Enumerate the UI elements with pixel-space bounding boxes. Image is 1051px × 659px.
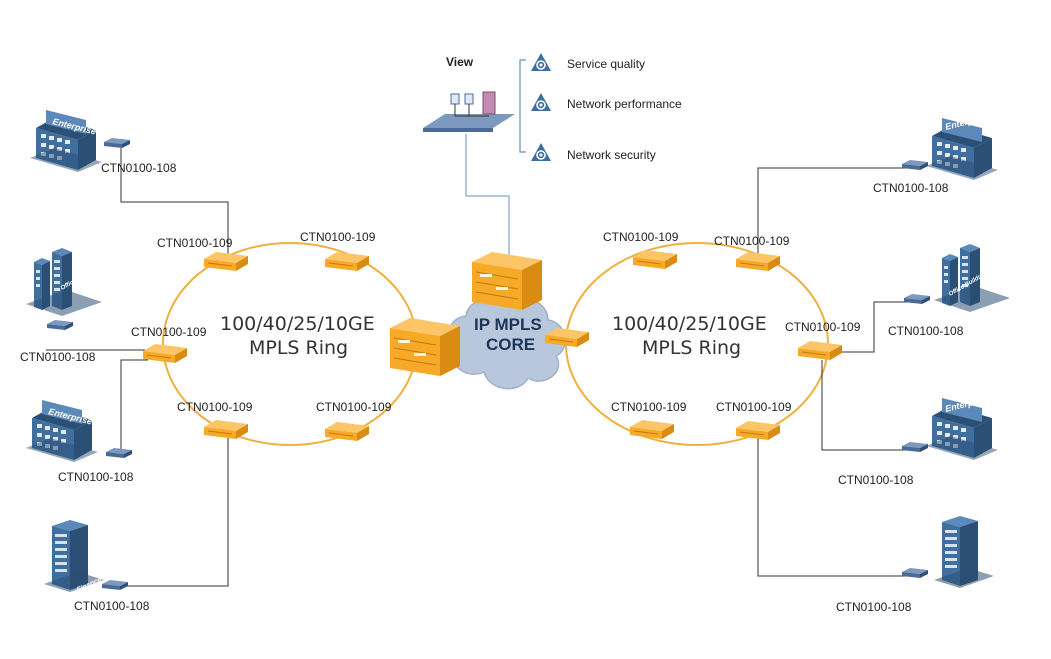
right-access-node-label: CTN0100-108	[888, 324, 964, 338]
ring-router-icon	[142, 343, 188, 364]
view-title: View	[446, 55, 474, 69]
right-access-node-label: CTN0100-108	[873, 181, 949, 195]
network-security-item: Network security	[530, 142, 656, 162]
right-ring-label-line1: 100/40/25/10GE	[612, 313, 767, 335]
core-router-rack-icon	[471, 251, 543, 311]
view-item-label: Service quality	[567, 57, 645, 71]
core-label-line1: IP MPLS	[474, 315, 542, 334]
access-device-icon	[104, 138, 130, 148]
ring-router-icon	[797, 340, 843, 361]
ring-router-icon	[203, 251, 249, 272]
right-ring-node-label: CTN0100-109	[716, 400, 792, 414]
left-access-node-label: CTN0100-108	[58, 470, 134, 484]
right-access-node-label: CTN0100-108	[836, 600, 912, 614]
left-ring-node-label: CTN0100-109	[157, 236, 233, 250]
right-ring-label-line2: MPLS Ring	[642, 337, 741, 359]
management-link	[465, 134, 510, 258]
ring-router-icon	[324, 421, 370, 442]
left-ring-node-label: CTN0100-109	[300, 230, 376, 244]
right-office-building: Office Building CTN0100-108	[888, 244, 1010, 338]
gear-triangle-icon	[530, 92, 552, 112]
right-ring-node-label: CTN0100-109	[611, 400, 687, 414]
right-access-node-label: CTN0100-108	[838, 473, 914, 487]
left-office-building: Office Building CTN0100-108	[20, 248, 102, 364]
left-ring-node-label: CTN0100-109	[316, 400, 392, 414]
right-enterprise-building-top: Enterprise CTN0100-108	[873, 111, 998, 195]
right-access-links	[757, 167, 912, 577]
left-ring-label-line1: 100/40/25/10GE	[220, 313, 375, 335]
left-access-node-label: CTN0100-108	[20, 350, 96, 364]
left-enterprise-building-bottom: Enterprise CTN0100-108	[26, 400, 134, 484]
service-quality-item: Service quality	[530, 52, 645, 72]
ring-router-icon	[735, 251, 781, 272]
view-item-label: Network performance	[567, 97, 682, 111]
access-device-icon	[47, 320, 73, 330]
management-workstation-icon	[423, 91, 515, 132]
access-device-icon	[106, 448, 132, 458]
ring-router-icon	[735, 420, 781, 441]
view-item-label: Network security	[567, 148, 656, 162]
right-enterprise-building-middle: Enterprise CTN0100-108	[838, 393, 998, 487]
left-access-links	[46, 148, 229, 587]
finance-building-icon	[934, 516, 994, 588]
right-ring-node-label: CTN0100-109	[714, 234, 790, 248]
gear-triangle-icon	[530, 52, 552, 72]
ip-mpls-core-cloud: IP MPLS CORE	[448, 298, 566, 390]
core-label-line2: CORE	[486, 335, 535, 354]
office-building-icon	[26, 248, 102, 316]
left-ring-node-label: CTN0100-109	[177, 400, 253, 414]
left-enterprise-building-top: Enterprise CTN0100-108	[30, 110, 177, 175]
network-performance-item: Network performance	[530, 92, 682, 112]
left-access-node-label: CTN0100-108	[101, 161, 177, 175]
right-finance-building: Finance CTN0100-108	[836, 516, 1001, 614]
left-finance-building: Finance CTN0100-108	[44, 520, 150, 613]
gear-triangle-icon	[530, 142, 552, 162]
ring-router-icon	[629, 419, 675, 440]
left-access-node-label: CTN0100-108	[74, 599, 150, 613]
view-bracket	[519, 59, 526, 153]
ring-router-icon	[324, 251, 370, 272]
core-router-rack-icon	[389, 317, 461, 377]
right-ring-node-label: CTN0100-109	[603, 230, 679, 244]
left-ring-node-label: CTN0100-109	[131, 325, 207, 339]
left-ring-label-line2: MPLS Ring	[249, 337, 348, 359]
access-device-icon	[102, 580, 128, 590]
view-panel: View Service quality Network performance…	[423, 52, 682, 258]
right-ring-node-label: CTN0100-109	[785, 320, 861, 334]
